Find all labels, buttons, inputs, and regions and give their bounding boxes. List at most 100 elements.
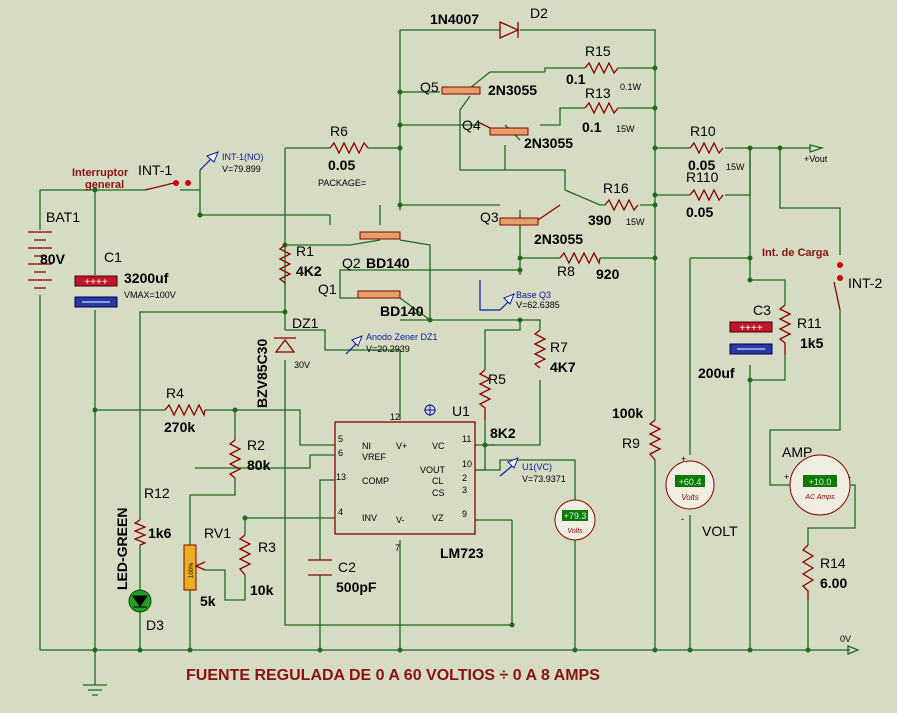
- transistor-q1[interactable]: Q1 BD140: [318, 281, 424, 319]
- u1-num-5: 5: [338, 434, 343, 444]
- r7-ref: R7: [550, 339, 568, 355]
- zero-volt-label: 0V: [840, 634, 851, 644]
- switch-int1[interactable]: INT-1 Interruptor general: [72, 162, 191, 191]
- resistor-r5[interactable]: R5 8K2: [478, 369, 516, 441]
- ic-u1[interactable]: NI VREF COMP INV V+ V- VC VOUT CL CS VZ …: [334, 403, 484, 561]
- q1-type: BD140: [380, 303, 424, 319]
- svg-text:++++: ++++: [739, 323, 763, 334]
- r2-ref: R2: [247, 437, 265, 453]
- ammeter-amp[interactable]: +10.0 AC Amps + - AMP: [782, 444, 851, 516]
- c3-value: 200uf: [698, 365, 735, 381]
- capacitor-c2[interactable]: C2 500pF: [308, 559, 377, 595]
- rv1-pct: 100%: [189, 562, 195, 578]
- volt-unit: Volts: [681, 493, 699, 502]
- resistor-r4[interactable]: R4 270k: [164, 385, 206, 435]
- page-title: FUENTE REGULADA DE 0 A 60 VOLTIOS ÷ 0 A …: [186, 667, 600, 684]
- amp-unit: AC Amps: [804, 494, 835, 501]
- resistor-r16[interactable]: R16 390 15W: [588, 180, 645, 228]
- r13-power: 15W: [616, 124, 635, 134]
- vout-label: +Vout: [804, 154, 828, 164]
- zener-dz1[interactable]: DZ1 BZV85C30 30V: [254, 315, 319, 408]
- transistor-q3[interactable]: Q3 2N3055: [480, 204, 583, 247]
- transistor-q4[interactable]: Q4 2N3055: [462, 117, 573, 151]
- capacitor-c3[interactable]: ++++ C3 200uf: [698, 302, 773, 381]
- r13-ref: R13: [585, 85, 611, 101]
- potentiometer-rv1[interactable]: 100% RV1 5k: [183, 525, 231, 609]
- d3-type: LED-GREEN: [114, 508, 130, 590]
- r7-value: 4K7: [550, 359, 576, 375]
- u1-pin-vplus: V+: [396, 441, 407, 451]
- resistor-r12[interactable]: R12 1k6: [133, 485, 172, 546]
- r3-value: 10k: [250, 582, 274, 598]
- resistor-r1[interactable]: R1 4K2: [278, 243, 322, 284]
- r12-ref: R12: [144, 485, 170, 501]
- int1-ref: INT-1: [138, 162, 172, 178]
- wires: [39, 29, 856, 685]
- probe-u1-vc[interactable]: U1(VC) V=73.9371: [499, 457, 566, 484]
- transistor-q2[interactable]: Q2 BD140: [342, 231, 410, 271]
- u1-ref: U1: [452, 403, 470, 419]
- voltmeter-volt[interactable]: +60.4 Volts + - VOLT: [665, 454, 738, 539]
- r5-value: 8K2: [490, 425, 516, 441]
- switch-int2[interactable]: Int. de Carga INT-2: [762, 247, 882, 311]
- resistor-r8[interactable]: R8 920: [557, 251, 620, 282]
- q5-ref: Q5: [420, 79, 439, 95]
- resistor-r13[interactable]: R13 0.1 15W: [582, 85, 635, 135]
- q2-type: BD140: [366, 255, 410, 271]
- r15-ref: R15: [585, 43, 611, 59]
- diode-d2[interactable]: 1N4007 D2: [430, 5, 548, 40]
- junctions: [92, 65, 811, 653]
- probe-base-q3[interactable]: Base Q3 V=62.6385: [479, 280, 560, 311]
- resistor-r11[interactable]: R11 1k5: [778, 304, 824, 355]
- probe-anodo-dz1[interactable]: Anodo Zener DZ1 V=20.2939: [345, 332, 438, 355]
- led-d3[interactable]: D3 LED-GREEN: [114, 508, 164, 633]
- d2-type: 1N4007: [430, 11, 479, 27]
- u1-num-4: 4: [338, 507, 343, 517]
- u1-pin-vout: VOUT: [420, 465, 446, 475]
- r15-power: 0.1W: [620, 82, 642, 92]
- probe-int1[interactable]: INT-1(NO) V=79.899: [199, 151, 264, 174]
- u1-num-13: 13: [336, 472, 346, 482]
- r11-value: 1k5: [800, 335, 824, 351]
- svg-text:-: -: [848, 472, 851, 482]
- r14-ref: R14: [820, 555, 846, 571]
- resistor-r3[interactable]: R3 10k: [238, 534, 276, 598]
- u1-pin-inv: INV: [362, 513, 377, 523]
- capacitor-c1[interactable]: ++++ C1 3200uf VMAX=100V: [74, 249, 176, 308]
- c3-ref: C3: [753, 302, 771, 318]
- vout-terminal[interactable]: +Vout: [804, 144, 828, 164]
- r16-value: 390: [588, 212, 612, 228]
- d3-ref: D3: [146, 617, 164, 633]
- u1-pin-vminus: V-: [396, 515, 405, 525]
- r6-package: PACKAGE=: [318, 178, 366, 188]
- voltmeter-u1[interactable]: +79.3 Volts: [554, 499, 596, 541]
- r10-value: 0.05: [688, 157, 715, 173]
- svg-text:++++: ++++: [84, 277, 108, 288]
- resistor-r6[interactable]: R6 0.05 PACKAGE=: [318, 123, 369, 188]
- zero-volt-terminal[interactable]: 0V: [840, 634, 860, 655]
- resistor-r10[interactable]: R10 0.05 15W: [688, 123, 745, 173]
- u1-num-12: 12: [390, 412, 400, 422]
- r6-value: 0.05: [328, 157, 355, 173]
- r8-ref: R8: [557, 263, 575, 279]
- u1-pin-vz: VZ: [432, 513, 444, 523]
- resistor-r9[interactable]: 100k R9: [612, 405, 662, 461]
- rv1-ref: RV1: [204, 525, 231, 541]
- resistor-r110[interactable]: R110 0.05: [686, 169, 724, 220]
- r12-value: 1k6: [148, 525, 172, 541]
- probe-base-q3-value: V=62.6385: [516, 300, 560, 310]
- q4-type: 2N3055: [524, 135, 573, 151]
- resistor-r2[interactable]: R2 80k: [228, 437, 271, 479]
- r10-power: 15W: [726, 162, 745, 172]
- resistor-r15[interactable]: R15 0.1 0.1W: [566, 43, 642, 92]
- battery-bat1[interactable]: BAT1 80V: [28, 209, 80, 289]
- r2-value: 80k: [247, 457, 271, 473]
- r16-ref: R16: [603, 180, 629, 196]
- resistor-r7[interactable]: R7 4K7: [533, 329, 576, 375]
- u1-pin-cs: CS: [432, 488, 445, 498]
- probe-anodo-value: V=20.2939: [366, 344, 410, 354]
- r4-value: 270k: [164, 419, 195, 435]
- resistor-r14[interactable]: R14 6.00: [801, 544, 847, 600]
- transistor-q5[interactable]: Q5 2N3055: [420, 79, 537, 98]
